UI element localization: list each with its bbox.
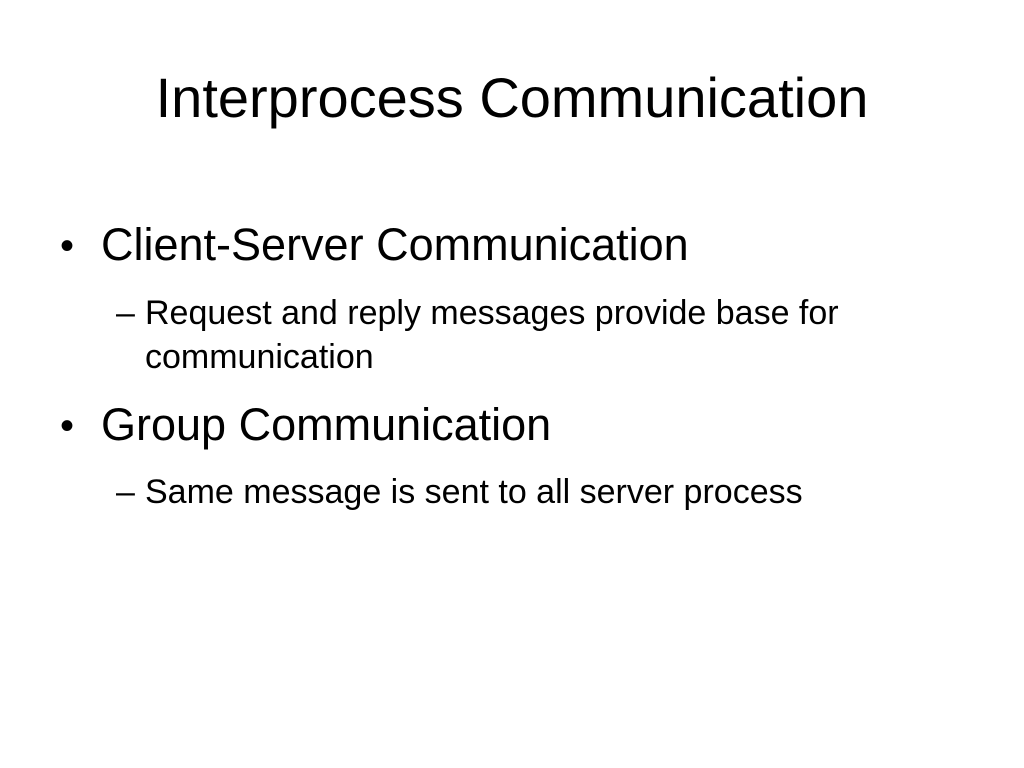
bullet-marker: •: [60, 224, 75, 268]
bullet-marker: •: [60, 404, 75, 448]
sub-bullet-text: Request and reply messages provide base …: [145, 294, 839, 376]
slide-title: Interprocess Communication: [155, 66, 869, 129]
bullet-text: Group Communication: [101, 399, 552, 450]
sub-bullet-marker: –: [116, 473, 135, 511]
bullet-text: Client-Server Communication: [101, 219, 689, 270]
sub-bullet-text: Same message is sent to all server proce…: [145, 473, 803, 511]
sub-bullet-marker: –: [116, 294, 135, 332]
